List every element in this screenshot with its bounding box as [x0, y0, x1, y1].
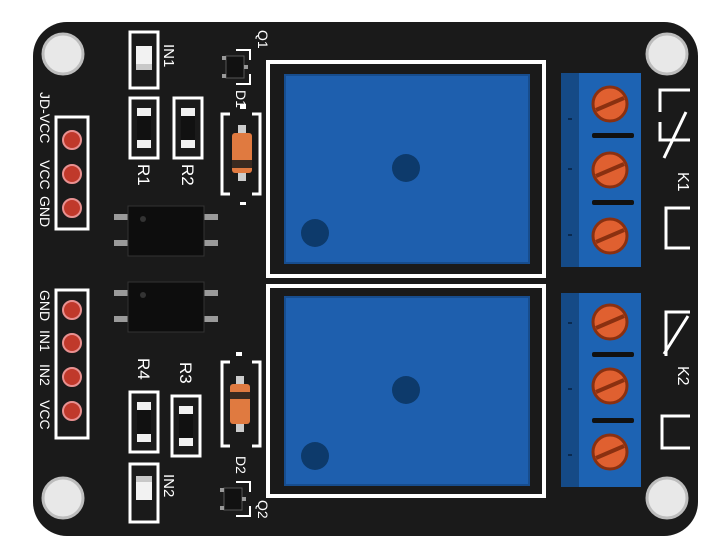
header-bottom: GND IN1 IN2 VCC — [37, 288, 90, 440]
optocoupler-1-body — [127, 205, 205, 257]
resistor-r4: R4 — [128, 358, 160, 454]
label-q2: Q2 — [255, 500, 271, 519]
header-bottom-label-in1: IN1 — [37, 330, 53, 352]
terminal-screw — [591, 433, 629, 471]
mounting-holes — [41, 32, 689, 520]
header-top-pin — [62, 198, 82, 218]
resistor-r2: R2 — [172, 96, 204, 186]
terminal-screw — [591, 303, 629, 341]
header-bottom-label-gnd: GND — [37, 290, 53, 321]
terminal-block-k1 — [561, 73, 641, 267]
label-k1: K1 — [674, 172, 691, 192]
resistor-r3: R3 — [170, 362, 202, 458]
header-top-pin — [62, 164, 82, 184]
resistor-r3-body — [179, 414, 193, 438]
terminal-screw — [591, 367, 629, 405]
resistor-r1-body — [137, 116, 151, 140]
label-r4: R4 — [134, 358, 153, 380]
optocoupler-1 — [114, 205, 218, 257]
resistor-r2-body — [181, 116, 195, 140]
header-bottom-pin — [62, 300, 82, 320]
led-in1-body — [136, 46, 152, 64]
switch-symbol-k1: K1 — [658, 88, 691, 250]
header-top-outline — [54, 115, 90, 231]
relay-k1-dot — [301, 219, 329, 247]
label-d1: D1 — [233, 90, 249, 108]
header-bottom-label-vcc: VCC — [37, 400, 53, 430]
diode-d2: D2 — [220, 352, 262, 474]
optocoupler-2-body — [127, 281, 205, 333]
header-top-label-vcc: VCC — [37, 160, 53, 190]
label-in2: IN2 — [160, 474, 177, 497]
mounting-hole-top-left — [41, 32, 85, 76]
header-bottom-pin — [62, 401, 82, 421]
led-in2-body — [136, 482, 152, 500]
relay-k2 — [266, 284, 546, 498]
header-top-label-jdvcc: JD-VCC — [37, 92, 53, 143]
terminal-screw — [591, 85, 629, 123]
header-top-label-gnd: GND — [37, 196, 53, 227]
relay-k1 — [266, 60, 546, 278]
header-bottom-label-in2: IN2 — [37, 364, 53, 386]
relay-k2-dot — [301, 442, 329, 470]
resistor-r1: R1 — [128, 96, 160, 186]
label-q1: Q1 — [255, 30, 271, 49]
relay-k1-dot — [392, 154, 420, 182]
label-r1: R1 — [134, 164, 153, 186]
mounting-hole-bottom-left — [41, 476, 85, 520]
terminal-screw — [591, 151, 629, 189]
header-bottom-pin — [62, 333, 82, 353]
label-d2: D2 — [233, 456, 249, 474]
terminal-screw — [591, 217, 629, 255]
led-in2: IN2 — [128, 462, 177, 524]
diode-d1: D1 — [220, 90, 262, 205]
transistor-q1: Q1 — [222, 30, 271, 85]
relay-k1-outline — [266, 60, 546, 278]
mounting-hole-top-right — [645, 32, 689, 76]
label-k2: K2 — [674, 366, 691, 386]
label-r2: R2 — [178, 164, 197, 186]
label-in1: IN1 — [160, 44, 177, 67]
switch-symbol-k2: K2 — [660, 310, 691, 450]
resistor-r4-body — [137, 410, 151, 434]
header-bottom-pin — [62, 367, 82, 387]
relay-k2-dot — [392, 376, 420, 404]
mounting-hole-bottom-right — [645, 476, 689, 520]
header-bottom-outline — [54, 288, 90, 440]
diode-d2-body — [230, 384, 250, 424]
label-r3: R3 — [176, 362, 195, 384]
transistor-q2: Q2 — [220, 481, 271, 519]
header-top-pin — [62, 130, 82, 150]
header-top: JD-VCC VCC GND — [37, 92, 90, 231]
optocoupler-2 — [114, 281, 218, 333]
led-in1: IN1 — [128, 30, 177, 90]
relay-k2-outline — [266, 284, 546, 498]
terminal-block-k2 — [561, 293, 641, 487]
